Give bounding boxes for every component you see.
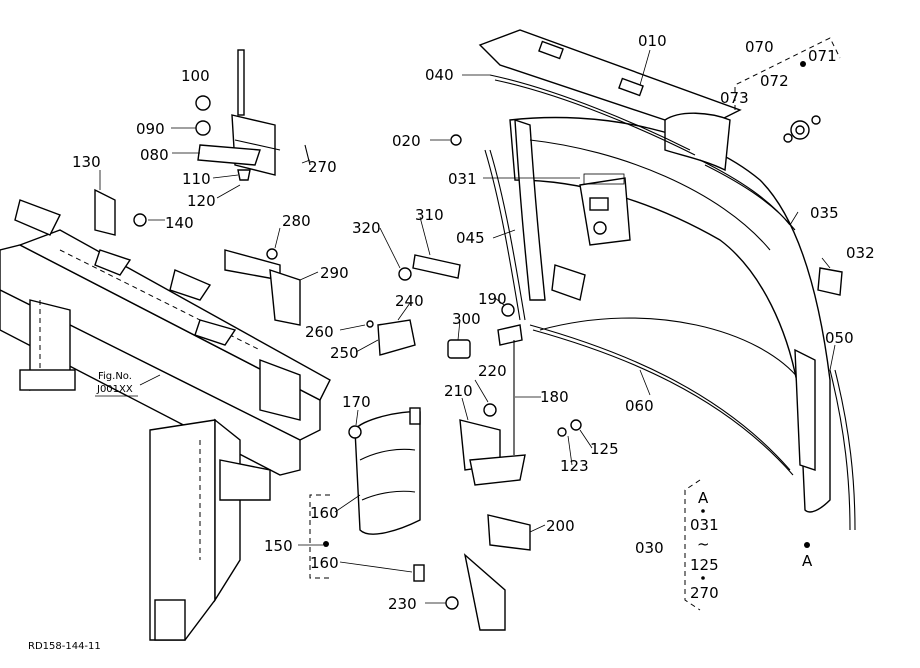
hinge-assembly-100 <box>195 49 311 181</box>
label-050: 050 <box>825 329 854 347</box>
cap-assembly <box>783 61 821 143</box>
marker-a-label: A <box>802 552 813 570</box>
fastener-020 <box>450 134 462 146</box>
rod-assembly-150 <box>323 407 425 582</box>
label-260: 260 <box>305 323 334 341</box>
lever-180-190 <box>497 303 523 455</box>
label-120: 120 <box>187 192 216 210</box>
label-190: 190 <box>478 290 507 308</box>
drawing-code: RD158-144-11 <box>28 641 101 652</box>
label-250: 250 <box>330 344 359 362</box>
label-020: 020 <box>392 132 421 150</box>
label-080: 080 <box>140 146 169 164</box>
leader-lines <box>99 49 836 604</box>
label-170: 170 <box>342 393 371 411</box>
fastener-123-125 <box>557 419 582 437</box>
label-280: 280 <box>282 212 311 230</box>
bracket-280-290 <box>224 248 301 326</box>
label-070: 070 <box>745 38 774 56</box>
marker-a-dot <box>804 542 810 548</box>
label-290: 290 <box>320 264 349 282</box>
group-bracket-150 <box>309 494 330 579</box>
label-110: 110 <box>182 170 211 188</box>
group-bracket-070 <box>734 37 841 110</box>
label-123: 123 <box>560 457 589 475</box>
legend-031: 031 <box>690 516 719 534</box>
label-240: 240 <box>395 292 424 310</box>
label-310: 310 <box>415 206 444 224</box>
label-010: 010 <box>638 32 667 50</box>
label-130: 130 <box>72 153 101 171</box>
label-040: 040 <box>425 66 454 84</box>
label-180: 180 <box>540 388 569 406</box>
legend-tilde: ~ <box>697 535 710 553</box>
bracket-310-320 <box>398 254 461 281</box>
label-300: 300 <box>452 310 481 328</box>
label-220: 220 <box>478 362 507 380</box>
group-030-legend: A 031 ~ 125 270 <box>690 489 719 602</box>
label-071: 071 <box>808 47 837 65</box>
label-160-lower: 160 <box>310 554 339 572</box>
label-150: 150 <box>264 537 293 555</box>
label-072: 072 <box>760 72 789 90</box>
label-032: 032 <box>846 244 875 262</box>
label-090: 090 <box>136 120 165 138</box>
hood-panel <box>509 116 831 513</box>
label-230: 230 <box>388 595 417 613</box>
bracket-130 <box>94 188 147 236</box>
latch-240-250 <box>366 319 471 359</box>
label-320: 320 <box>352 219 381 237</box>
bracket-200-230 <box>445 514 531 631</box>
label-060: 060 <box>625 397 654 415</box>
label-125: 125 <box>590 440 619 458</box>
fig-ref-line1: Fig.No. <box>98 371 132 382</box>
label-270: 270 <box>308 158 337 176</box>
legend-270: 270 <box>690 584 719 602</box>
label-210: 210 <box>444 382 473 400</box>
fig-ref-line2: J001XX <box>96 384 133 395</box>
label-035: 035 <box>810 204 839 222</box>
group-bracket-030 <box>684 479 701 611</box>
bracket-right <box>794 348 816 471</box>
label-030: 030 <box>635 539 664 557</box>
figure-reference: Fig.No. J001XX <box>95 371 138 397</box>
legend-125: 125 <box>690 556 719 574</box>
label-160-upper: 160 <box>310 504 339 522</box>
emblem-part-031 <box>579 173 631 246</box>
label-140: 140 <box>165 214 194 232</box>
part-labels: 010 040 020 031 045 070 071 072 073 035 … <box>72 32 875 613</box>
label-073: 073 <box>720 89 749 107</box>
legend-a: A <box>698 489 709 507</box>
bracket-210-220 <box>459 403 526 486</box>
tractor-frame <box>0 199 331 641</box>
label-032 <box>817 267 843 296</box>
bracket-left <box>551 264 586 301</box>
label-100: 100 <box>181 67 210 85</box>
label-045: 045 <box>456 229 485 247</box>
label-200: 200 <box>546 517 575 535</box>
label-031: 031 <box>448 170 477 188</box>
hood-seal-strips <box>484 74 856 531</box>
hood-top-strip <box>478 29 742 172</box>
